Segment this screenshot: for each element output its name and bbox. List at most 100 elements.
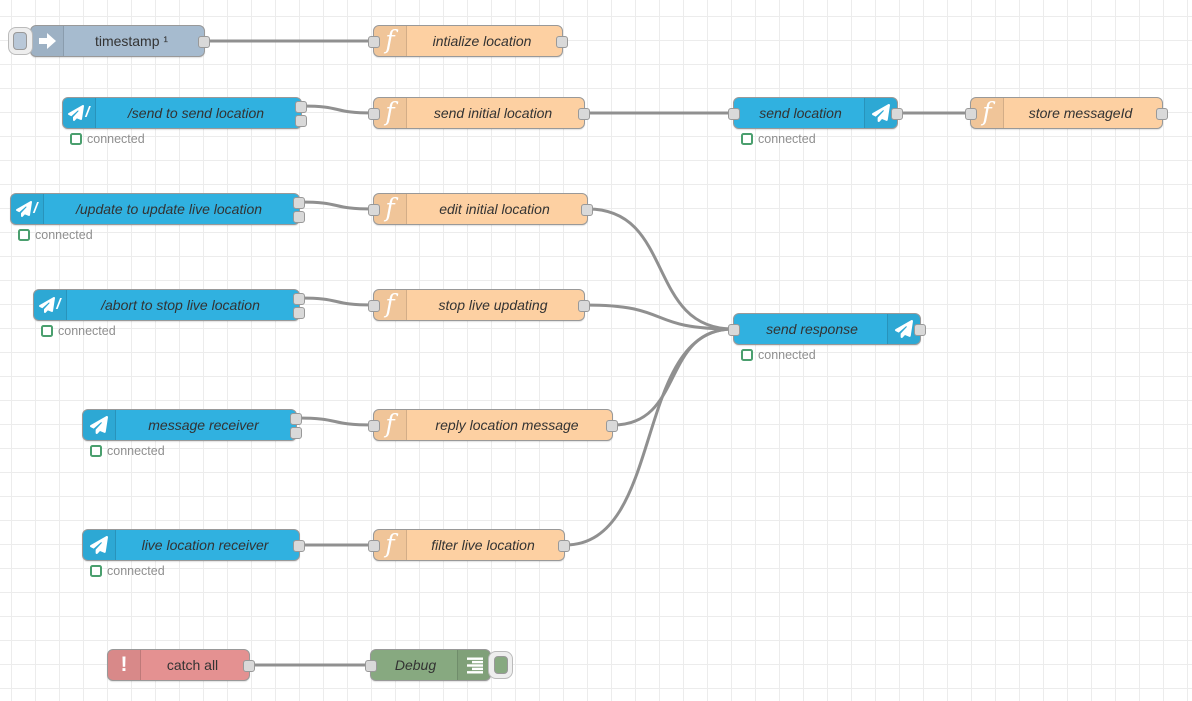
node-status: connected <box>741 132 816 146</box>
catch-exclamation-icon: ! <box>120 653 128 676</box>
status-label: connected <box>87 132 145 146</box>
wire[interactable] <box>295 416 375 427</box>
function-f-icon: f <box>385 290 395 318</box>
wire[interactable] <box>298 296 375 307</box>
telegram-command-icon: / <box>16 200 38 218</box>
output-port[interactable] <box>578 300 590 312</box>
output-port[interactable] <box>243 660 255 672</box>
output-port[interactable] <box>290 427 302 439</box>
input-port[interactable] <box>368 108 380 120</box>
node-label: /abort to stop live location <box>101 297 260 313</box>
icon-band: ! <box>108 650 141 680</box>
icon-band <box>457 650 490 680</box>
input-port[interactable] <box>368 300 380 312</box>
node-send-response[interactable]: send response <box>728 313 926 345</box>
node-update-to-update-live-location[interactable]: //update to update live location <box>10 193 305 225</box>
input-port[interactable] <box>368 36 380 48</box>
node-abort-to-stop-live-location[interactable]: / /abort to stop live location <box>33 289 305 321</box>
output-port[interactable] <box>290 413 302 425</box>
inject-button[interactable] <box>8 27 33 55</box>
telegram-plane-icon <box>90 416 108 434</box>
node-status: connected <box>90 564 165 578</box>
icon-band: / <box>34 290 67 320</box>
status-label: connected <box>758 348 816 362</box>
input-port[interactable] <box>368 204 380 216</box>
wire[interactable] <box>586 207 735 331</box>
function-f-icon: f <box>385 26 395 54</box>
node-status: connected <box>90 444 165 458</box>
function-f-icon: f <box>385 530 395 558</box>
status-label: connected <box>758 132 816 146</box>
icon-band <box>83 410 116 440</box>
node-label: stop live updating <box>438 297 548 313</box>
node-stop-live-updating[interactable]: f stop live updating <box>368 289 590 321</box>
output-port[interactable] <box>581 204 593 216</box>
input-port[interactable] <box>368 540 380 552</box>
status-label: connected <box>58 324 116 338</box>
output-port[interactable] <box>891 108 903 120</box>
status-label: connected <box>35 228 93 242</box>
node-live-location-receiver[interactable]: live location receiver <box>82 529 305 561</box>
telegram-plane-icon <box>872 104 890 122</box>
node-label: catch all <box>166 657 219 673</box>
input-port[interactable] <box>728 108 740 120</box>
output-port[interactable] <box>293 197 305 209</box>
node-reply-location-message[interactable]: f reply location message <box>368 409 618 441</box>
node-send-location[interactable]: send location <box>728 97 903 129</box>
output-port[interactable] <box>198 36 210 48</box>
paper-plane-icon <box>90 416 108 434</box>
wire[interactable] <box>583 303 735 331</box>
paper-plane-icon <box>872 104 890 122</box>
output-port[interactable] <box>558 540 570 552</box>
status-connected-icon <box>90 445 102 457</box>
input-port[interactable] <box>965 108 977 120</box>
output-port[interactable] <box>295 101 307 113</box>
node-send-to-send-location[interactable]: //send to send location <box>62 97 307 129</box>
node-label: live location receiver <box>141 537 269 553</box>
paper-plane-icon <box>16 201 33 217</box>
node-label: reply location message <box>435 417 579 433</box>
node-status: connected <box>70 132 145 146</box>
telegram-plane-icon <box>90 536 108 554</box>
output-port[interactable] <box>293 307 305 319</box>
icon-band: f <box>374 98 407 128</box>
node-label: edit initial location <box>439 201 550 217</box>
wire[interactable] <box>563 327 735 547</box>
output-port[interactable] <box>293 540 305 552</box>
output-port[interactable] <box>556 36 568 48</box>
wire[interactable] <box>611 327 735 427</box>
debug-toggle-button[interactable] <box>488 651 513 679</box>
wire[interactable] <box>298 200 375 211</box>
status-connected-icon <box>41 325 53 337</box>
output-port[interactable] <box>1156 108 1168 120</box>
wire[interactable] <box>300 104 375 115</box>
input-port[interactable] <box>365 660 377 672</box>
telegram-command-icon: / <box>68 104 90 122</box>
output-port[interactable] <box>293 293 305 305</box>
node-catch-all[interactable]: ! catch all <box>107 649 255 681</box>
output-port[interactable] <box>293 211 305 223</box>
output-port[interactable] <box>295 115 307 127</box>
node-timestamp[interactable]: timestamp ¹ <box>8 25 210 57</box>
paper-plane-icon <box>895 320 913 338</box>
output-port[interactable] <box>578 108 590 120</box>
telegram-plane-icon <box>895 320 913 338</box>
input-port[interactable] <box>368 420 380 432</box>
node-message-receiver[interactable]: message receiver <box>82 409 302 441</box>
status-connected-icon <box>741 349 753 361</box>
input-port[interactable] <box>728 324 740 336</box>
debug-list-icon <box>467 657 483 673</box>
output-port[interactable] <box>914 324 926 336</box>
button-face <box>494 656 508 674</box>
icon-band <box>31 26 64 56</box>
function-f-icon: f <box>385 410 395 438</box>
node-debug[interactable]: Debug <box>365 649 513 681</box>
output-port[interactable] <box>606 420 618 432</box>
